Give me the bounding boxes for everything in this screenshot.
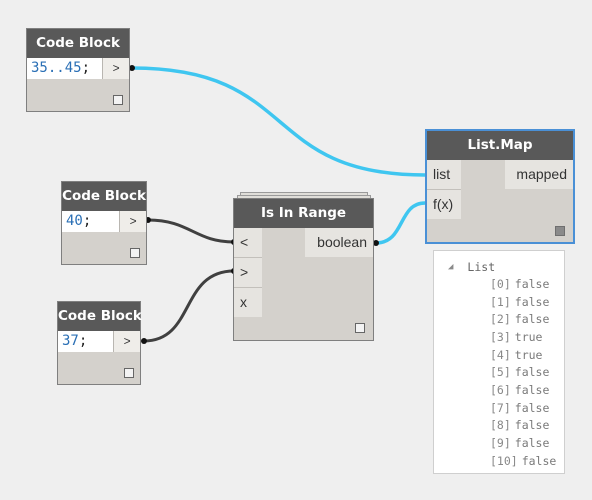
code-block-node-range[interactable]: Code Block 35..45; > — [26, 28, 130, 112]
item-value: false — [521, 454, 557, 468]
item-index: [6] — [490, 383, 511, 397]
list-item: [1]false — [490, 295, 549, 309]
code-text: 35..45 — [31, 60, 82, 76]
list-preview-bubble[interactable]: ◢ List [0]false [1]false [2]false [3]tru… — [433, 250, 565, 474]
code-block-node-lower[interactable]: Code Block 40; > — [61, 181, 147, 265]
item-index: [9] — [490, 436, 511, 450]
list-header[interactable]: ◢ List — [448, 260, 495, 274]
wire-cb3-to-range-greater[interactable] — [143, 269, 235, 343]
list-item: [4]true — [490, 348, 542, 362]
item-value: true — [514, 348, 543, 362]
output-port[interactable]: > — [102, 58, 129, 79]
input-port-fx[interactable]: f(x) — [427, 190, 461, 219]
preview-toggle-icon[interactable] — [130, 248, 140, 258]
node-title: Code Block — [27, 29, 129, 58]
item-index: [5] — [490, 365, 511, 379]
list-item: [8]false — [490, 418, 549, 432]
node-title: List.Map — [427, 131, 573, 160]
list-item: [6]false — [490, 383, 549, 397]
item-value: true — [514, 330, 543, 344]
item-value: false — [514, 436, 550, 450]
list-item: [7]false — [490, 401, 549, 415]
code-semicolon: ; — [82, 213, 92, 229]
item-value: false — [514, 295, 550, 309]
list-map-node[interactable]: List.Map list f(x) mapped — [425, 129, 575, 244]
list-item: [5]false — [490, 365, 549, 379]
list-item: [10]false — [490, 454, 556, 468]
item-index: [8] — [490, 418, 511, 432]
item-index: [1] — [490, 295, 511, 309]
item-index: [0] — [490, 277, 511, 291]
code-editor[interactable]: 40; — [62, 211, 120, 232]
item-value: false — [514, 312, 550, 326]
item-index: [2] — [490, 312, 511, 326]
item-index: [3] — [490, 330, 511, 344]
port-dot — [129, 65, 135, 71]
code-block-node-upper[interactable]: Code Block 37; > — [57, 301, 142, 385]
output-port-boolean[interactable]: boolean — [305, 228, 373, 257]
preview-toggle-icon[interactable] — [124, 368, 134, 378]
item-value: false — [514, 418, 550, 432]
input-port-greater[interactable]: > — [234, 258, 262, 287]
output-port[interactable]: > — [113, 331, 140, 352]
input-port-x[interactable]: x — [234, 288, 262, 317]
item-value: false — [514, 383, 550, 397]
code-text: 37 — [62, 333, 79, 349]
item-index: [7] — [490, 401, 511, 415]
wire-cb1-to-map-list[interactable] — [131, 66, 426, 177]
node-title: Code Block — [58, 302, 142, 331]
list-item: [0]false — [490, 277, 549, 291]
item-value: false — [514, 277, 550, 291]
collapse-triangle-icon[interactable]: ◢ — [448, 262, 454, 272]
node-title: Code Block — [62, 182, 146, 211]
preview-toggle-icon[interactable] — [113, 95, 123, 105]
item-value: false — [514, 365, 550, 379]
port-dot — [373, 240, 379, 246]
wire-cb2-to-range-less[interactable] — [147, 218, 235, 244]
preview-toggle-icon[interactable] — [355, 323, 365, 333]
output-port[interactable]: > — [119, 211, 146, 232]
list-item: [2]false — [490, 312, 549, 326]
is-in-range-node[interactable]: Is In Range < > x boolean — [233, 198, 374, 341]
list-item: [9]false — [490, 436, 549, 450]
code-semicolon: ; — [78, 333, 88, 349]
code-editor[interactable]: 37; — [58, 331, 114, 352]
item-index: [4] — [490, 348, 511, 362]
node-title: Is In Range — [234, 199, 373, 228]
port-dot — [141, 338, 147, 344]
output-port-mapped[interactable]: mapped — [505, 160, 573, 189]
list-header-label: List — [467, 260, 496, 274]
wire-range-to-map-fx[interactable] — [375, 201, 426, 245]
item-index: [10] — [490, 454, 518, 468]
input-port-less[interactable]: < — [234, 228, 262, 257]
code-semicolon: ; — [81, 60, 91, 76]
preview-toggle-icon[interactable] — [555, 226, 565, 236]
code-editor[interactable]: 35..45; — [27, 58, 103, 79]
code-text: 40 — [66, 213, 83, 229]
list-item: [3]true — [490, 330, 542, 344]
item-value: false — [514, 401, 550, 415]
input-port-list[interactable]: list — [427, 160, 461, 189]
